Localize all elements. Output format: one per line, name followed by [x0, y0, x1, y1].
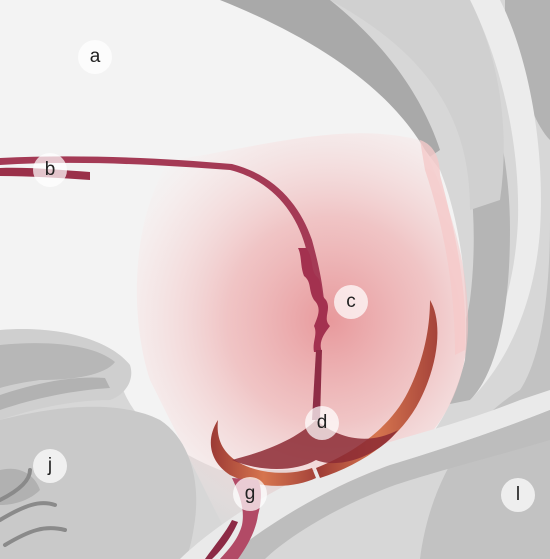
- label-a: a: [78, 40, 112, 74]
- label-d: d: [305, 406, 339, 440]
- label-b: b: [33, 153, 67, 187]
- label-j: j: [33, 449, 67, 483]
- label-c: c: [334, 285, 368, 319]
- label-l: l: [501, 478, 535, 512]
- label-g: g: [233, 477, 267, 511]
